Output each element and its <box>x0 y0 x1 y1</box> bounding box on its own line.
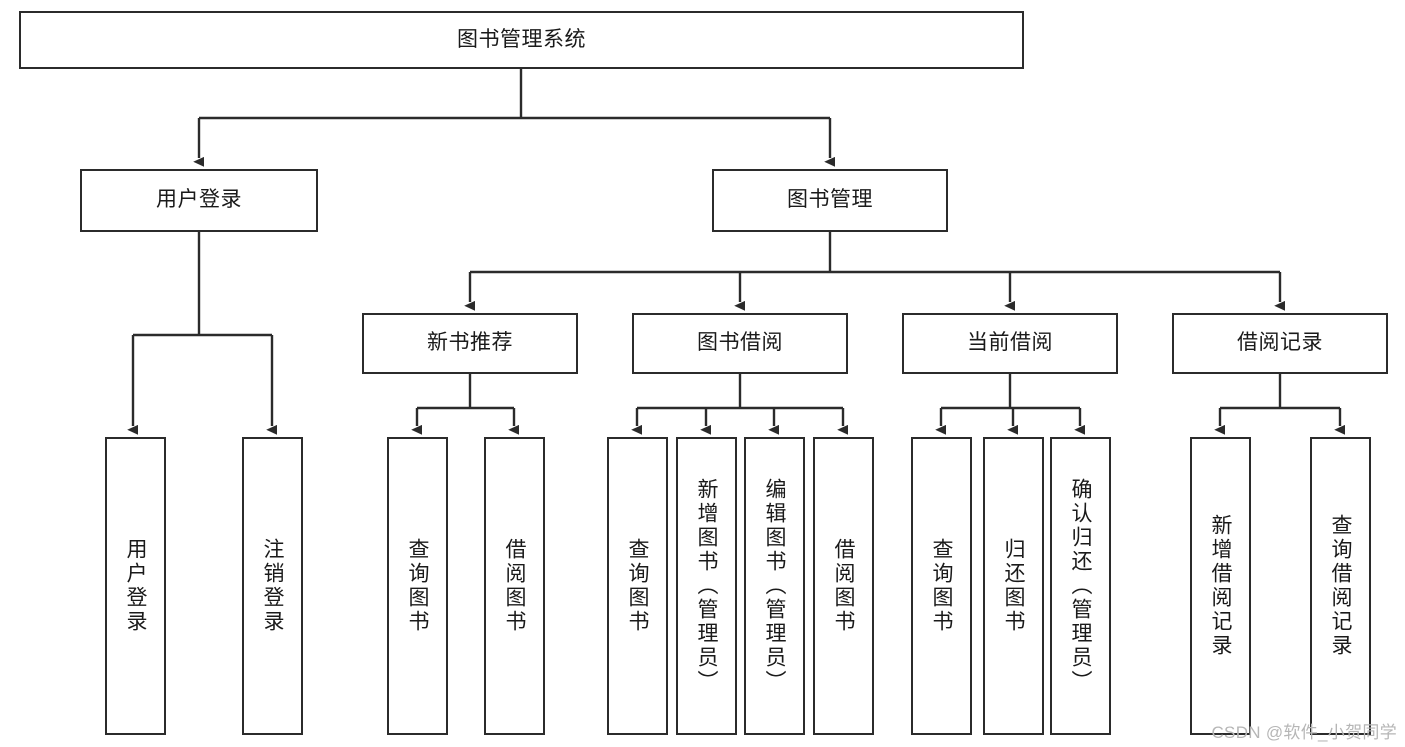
node-label: 注销登录 <box>261 538 284 634</box>
csdn-watermark: CSDN @软件_小贺同学 <box>1211 723 1397 742</box>
node-label: 用户登录 <box>156 188 242 212</box>
level2-node-1[interactable]: 图书管理 <box>712 169 948 232</box>
node-label: 确认归还（管理员） <box>1069 478 1092 694</box>
node-label: 图书借阅 <box>697 331 783 355</box>
leaf-node-2[interactable]: 查询图书 <box>387 437 448 735</box>
leaf-node-11[interactable]: 新增借阅记录 <box>1190 437 1251 735</box>
level3-node-2[interactable]: 当前借阅 <box>902 313 1118 374</box>
leaf-node-3[interactable]: 借阅图书 <box>484 437 545 735</box>
node-label: 查询图书 <box>930 538 953 634</box>
leaf-node-5[interactable]: 新增图书（管理员） <box>676 437 737 735</box>
leaf-node-4[interactable]: 查询图书 <box>607 437 668 735</box>
leaf-node-8[interactable]: 查询图书 <box>911 437 972 735</box>
leaf-node-7[interactable]: 借阅图书 <box>813 437 874 735</box>
leaf-node-10[interactable]: 确认归还（管理员） <box>1050 437 1111 735</box>
node-label: 用户登录 <box>124 538 147 634</box>
level3-node-0[interactable]: 新书推荐 <box>362 313 578 374</box>
leaf-node-1[interactable]: 注销登录 <box>242 437 303 735</box>
node-label: 新增借阅记录 <box>1209 514 1232 658</box>
node-label: 查询图书 <box>626 538 649 634</box>
node-label: 编辑图书（管理员） <box>763 478 786 694</box>
leaf-node-9[interactable]: 归还图书 <box>983 437 1044 735</box>
node-label: 查询图书 <box>406 538 429 634</box>
level2-node-0[interactable]: 用户登录 <box>80 169 318 232</box>
node-label: 查询借阅记录 <box>1329 514 1352 658</box>
node-label: 图书管理系统 <box>457 27 586 51</box>
level3-node-1[interactable]: 图书借阅 <box>632 313 848 374</box>
node-label: 归还图书 <box>1002 538 1025 634</box>
node-label: 借阅记录 <box>1237 331 1323 355</box>
leaf-node-12[interactable]: 查询借阅记录 <box>1310 437 1371 735</box>
node-label: 借阅图书 <box>832 538 855 634</box>
node-label: 借阅图书 <box>503 538 526 634</box>
node-label: 新增图书（管理员） <box>695 478 718 694</box>
node-root-system[interactable]: 图书管理系统 <box>19 11 1024 69</box>
node-label: 当前借阅 <box>967 331 1053 355</box>
leaf-node-0[interactable]: 用户登录 <box>105 437 166 735</box>
node-label: 图书管理 <box>787 188 873 212</box>
node-label: 新书推荐 <box>427 331 513 355</box>
level3-node-3[interactable]: 借阅记录 <box>1172 313 1388 374</box>
leaf-node-6[interactable]: 编辑图书（管理员） <box>744 437 805 735</box>
